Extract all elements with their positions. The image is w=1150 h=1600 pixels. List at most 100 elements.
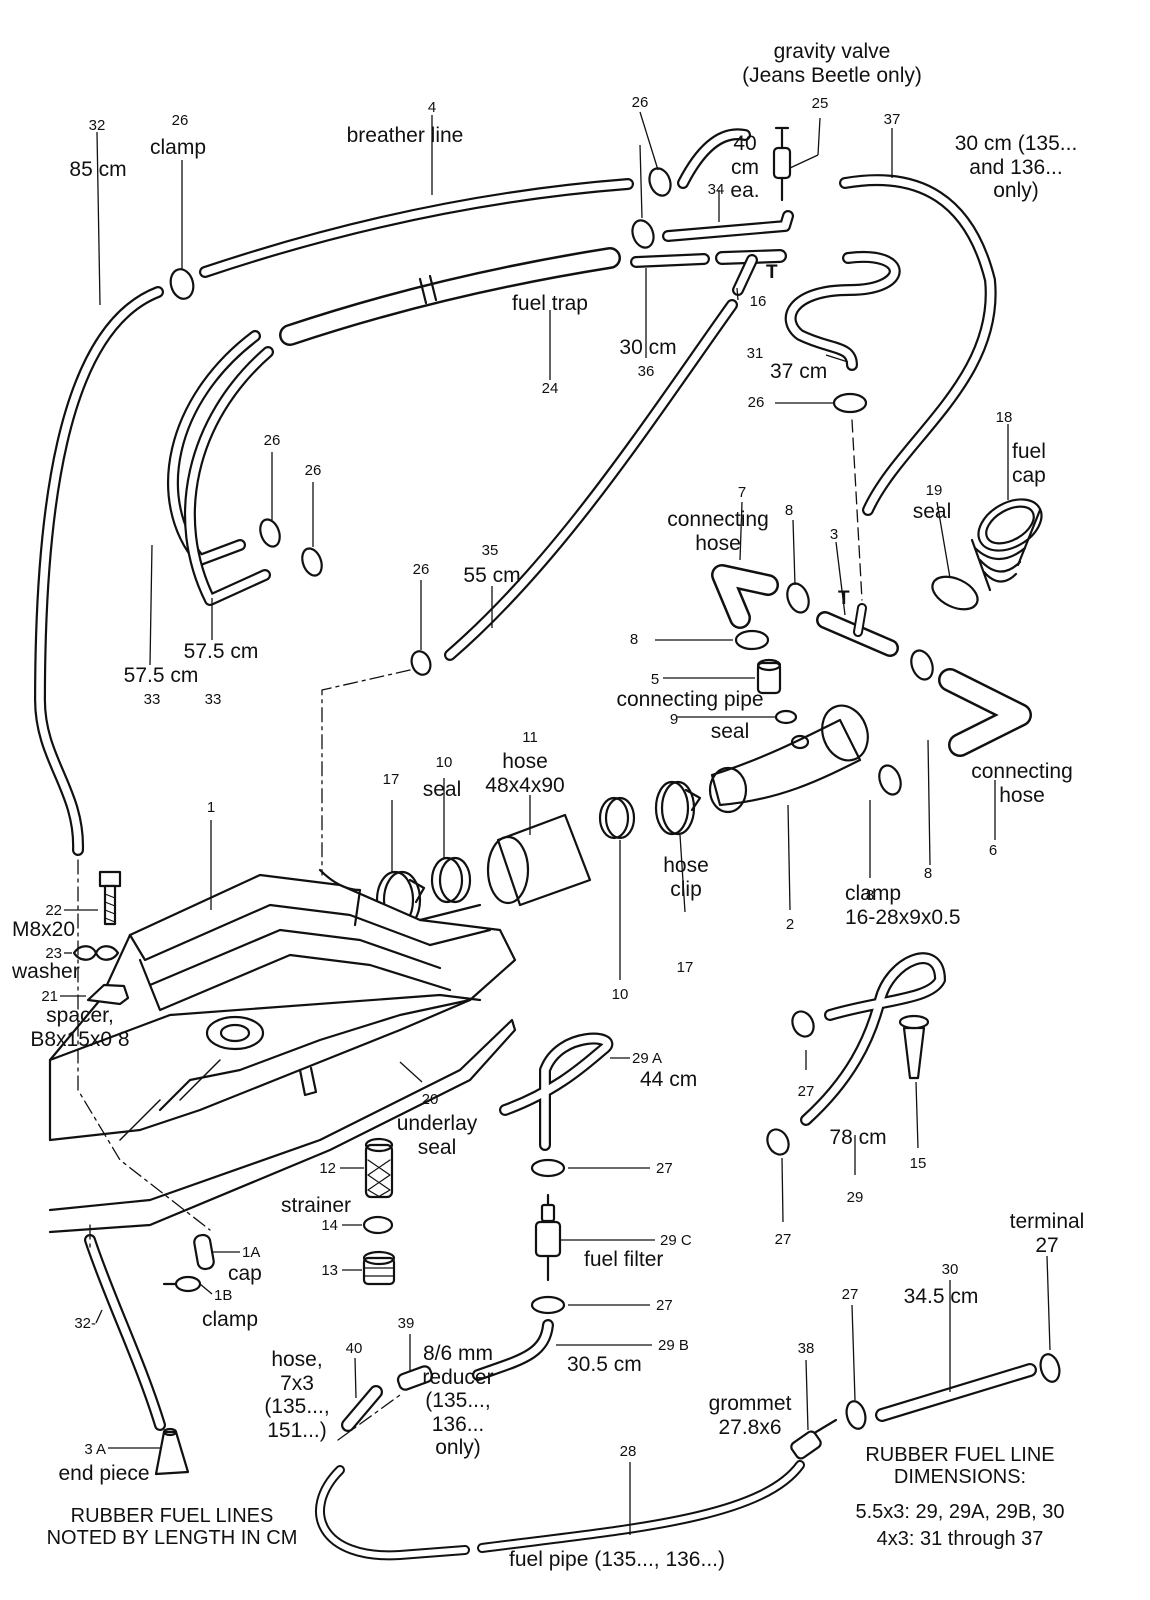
reducer[interactable] bbox=[396, 1365, 434, 1392]
seal-14[interactable] bbox=[362, 1215, 394, 1235]
label-30-5cm: 30.5 cm bbox=[567, 1353, 642, 1376]
label-78cm: 78 cm bbox=[829, 1126, 887, 1149]
hose-30[interactable] bbox=[875, 1363, 1037, 1422]
bolt-m8x20[interactable] bbox=[98, 870, 122, 926]
hose-11[interactable] bbox=[486, 813, 592, 907]
t-piece-16[interactable] bbox=[715, 249, 787, 296]
breather-line-hose[interactable] bbox=[199, 178, 634, 278]
clamp-27-d[interactable] bbox=[763, 1126, 792, 1158]
clamp-8-b[interactable] bbox=[734, 629, 770, 651]
clamp-27-terminal[interactable] bbox=[1038, 1352, 1063, 1384]
label-grommet: grommet 27.8x6 bbox=[708, 1392, 792, 1439]
gravity-valve[interactable] bbox=[772, 126, 792, 202]
hose-40[interactable] bbox=[341, 1385, 383, 1432]
clamp-8-a[interactable] bbox=[783, 580, 812, 615]
clamp-26-a[interactable] bbox=[167, 267, 196, 302]
note-dimensions-title: RUBBER FUEL LINE DIMENSIONS: bbox=[865, 1444, 1055, 1489]
label-35: 35 bbox=[481, 542, 499, 559]
hose-31[interactable] bbox=[784, 250, 901, 371]
seal-10-right[interactable] bbox=[598, 796, 636, 840]
hose-clip-right[interactable] bbox=[654, 780, 702, 836]
clamp-26-g[interactable] bbox=[832, 392, 868, 414]
label-38: 38 bbox=[797, 1340, 815, 1357]
washer[interactable] bbox=[72, 945, 120, 961]
hose-33-b[interactable] bbox=[183, 346, 274, 606]
clamp-26-b[interactable] bbox=[646, 165, 674, 198]
clamp-1b[interactable] bbox=[162, 1275, 202, 1293]
grommet[interactable] bbox=[789, 1418, 838, 1460]
fuel-trap[interactable] bbox=[279, 247, 621, 346]
grommet-15[interactable] bbox=[898, 1014, 930, 1080]
label-37cm: 37 cm bbox=[770, 360, 828, 383]
clamp-27-e[interactable] bbox=[844, 1399, 869, 1431]
label-clamp-1b: clamp bbox=[202, 1308, 259, 1331]
clamp-26-d[interactable] bbox=[257, 517, 283, 549]
label-29c: 29 C bbox=[660, 1232, 692, 1249]
label-3: 3 bbox=[829, 526, 839, 543]
fuel-filter[interactable] bbox=[534, 1193, 562, 1282]
label-15: 15 bbox=[909, 1155, 927, 1172]
label-29b: 29 B bbox=[658, 1337, 689, 1354]
hose-32-lower[interactable] bbox=[84, 1234, 166, 1431]
label-seal-9: seal bbox=[710, 720, 750, 743]
label-8-c: 8 bbox=[923, 865, 933, 882]
connecting-hose-6[interactable] bbox=[938, 668, 1032, 757]
clamp-8-c[interactable] bbox=[907, 647, 936, 682]
hose-32-upper[interactable] bbox=[34, 286, 164, 856]
label-36: 36 bbox=[637, 363, 655, 380]
cap-1a[interactable] bbox=[193, 1233, 215, 1271]
label-31: 31 bbox=[746, 345, 764, 362]
clamp-26-f[interactable] bbox=[408, 649, 433, 678]
hose-34-b[interactable] bbox=[662, 210, 794, 242]
hose-34-a[interactable] bbox=[677, 128, 751, 189]
label-6: 6 bbox=[988, 842, 998, 859]
label-21: 21 bbox=[41, 988, 58, 1005]
hose-29[interactable] bbox=[800, 952, 946, 1126]
label-27-a: 27 bbox=[656, 1160, 673, 1177]
label-57-5cm-b: 57.5 cm bbox=[183, 640, 259, 663]
clamp-27-b[interactable] bbox=[530, 1295, 566, 1315]
seal-9[interactable] bbox=[774, 709, 798, 725]
fuel-tank[interactable] bbox=[48, 868, 517, 1142]
label-26-a: 26 bbox=[171, 112, 189, 129]
fuel-pipe[interactable] bbox=[315, 1460, 805, 1561]
end-piece[interactable] bbox=[154, 1427, 190, 1476]
label-40: 40 bbox=[345, 1340, 363, 1357]
hose-29a[interactable] bbox=[499, 1032, 614, 1151]
clamp-26-c[interactable] bbox=[629, 217, 657, 250]
hose-29b[interactable] bbox=[472, 1319, 554, 1381]
label-29a: 29 A bbox=[632, 1050, 663, 1067]
label-29: 29 bbox=[846, 1189, 864, 1206]
plug-13[interactable] bbox=[362, 1250, 396, 1286]
clamp-27-a[interactable] bbox=[530, 1158, 566, 1178]
clamp-8-d[interactable] bbox=[875, 762, 904, 797]
label-37: 37 bbox=[883, 111, 901, 128]
label-14: 14 bbox=[321, 1217, 338, 1234]
clamp-27-c[interactable] bbox=[788, 1008, 817, 1040]
spacer[interactable] bbox=[86, 983, 130, 1006]
label-hose-clip: hose clip bbox=[663, 854, 709, 901]
label-hose-40: hose, 7x3 (135..., 151...) bbox=[264, 1348, 330, 1442]
label-20: 20 bbox=[421, 1091, 439, 1108]
filler-neck[interactable] bbox=[708, 699, 875, 814]
underlay-seal[interactable] bbox=[48, 1018, 517, 1234]
label-3a: 3 A bbox=[84, 1441, 106, 1458]
t-piece-3[interactable] bbox=[816, 603, 899, 657]
connecting-hose-7[interactable] bbox=[711, 564, 779, 629]
fuel-cap[interactable] bbox=[970, 489, 1051, 592]
hose-36[interactable] bbox=[630, 253, 710, 268]
hose-35[interactable] bbox=[444, 299, 738, 661]
hose-37[interactable] bbox=[839, 174, 997, 516]
label-fuel-cap: fuel cap bbox=[1012, 440, 1046, 487]
strainer[interactable] bbox=[364, 1137, 394, 1199]
connecting-pipe[interactable] bbox=[756, 658, 782, 695]
seal-10-left[interactable] bbox=[430, 856, 472, 904]
label-1b: 1B bbox=[214, 1287, 233, 1304]
fuel-cap-seal[interactable] bbox=[927, 570, 982, 616]
clamp-26-e[interactable] bbox=[299, 546, 325, 578]
label-19: 19 bbox=[925, 482, 943, 499]
label-connecting-hose-6: connecting hose bbox=[971, 760, 1073, 807]
label-27-c: 27 bbox=[797, 1083, 815, 1100]
label-8-a: 8 bbox=[784, 502, 794, 519]
label-32-bottom: 32- bbox=[74, 1315, 96, 1332]
